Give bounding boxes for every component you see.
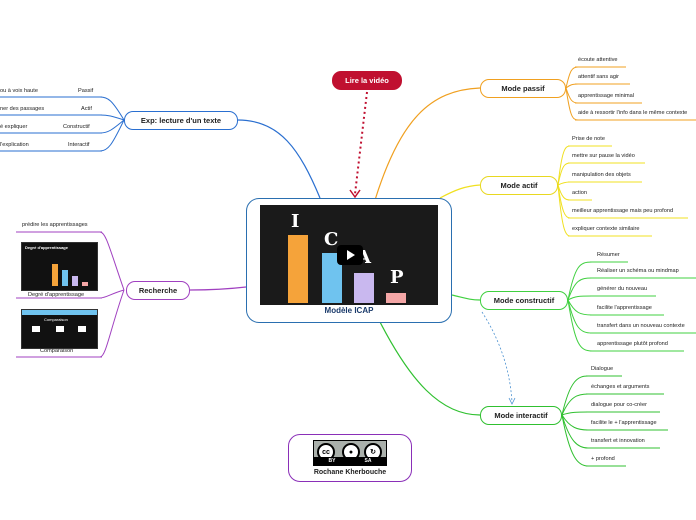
passif-leaf[interactable]: apprentissage minimal xyxy=(578,93,634,99)
author-name: Rochane Kherbouche xyxy=(313,469,387,476)
share-alike-icon: ↻ xyxy=(364,443,382,461)
play-icon[interactable] xyxy=(337,245,363,265)
exp-row-right[interactable]: Constructif xyxy=(63,124,90,130)
exp-row-left[interactable]: l'explication xyxy=(0,142,29,148)
sa-label: SA xyxy=(364,458,372,464)
mode-interactif-node[interactable]: Mode interactif xyxy=(480,406,562,425)
actif-leaf[interactable]: Prise de note xyxy=(572,136,605,142)
thumb-icon xyxy=(56,326,64,332)
icap-letter-p: P xyxy=(390,267,404,288)
recherche-node[interactable]: Recherche xyxy=(126,281,190,300)
exp-row-left[interactable]: ou à voix haute xyxy=(0,88,38,94)
exp-row-right[interactable]: Passif xyxy=(78,88,94,94)
constructif-leaf[interactable]: Résumer xyxy=(597,252,620,258)
connector-exp xyxy=(237,119,321,199)
connector-interactif xyxy=(379,321,481,416)
icap-bar-a xyxy=(354,273,374,303)
icap-bar-p xyxy=(386,293,406,303)
cc-by-sa-badge[interactable]: cc ● ↻ BY SA xyxy=(313,440,387,466)
connector-passif xyxy=(374,87,481,201)
recherche-leaf[interactable]: Degré d'apprentissage xyxy=(28,292,85,298)
exp-row-right[interactable]: Interactif xyxy=(68,142,90,148)
interactif-leaf[interactable]: échanges et arguments xyxy=(591,384,650,390)
interactif-leaf[interactable]: Dialogue xyxy=(591,366,614,372)
connector-actif xyxy=(439,184,481,199)
actif-leaf[interactable]: manipulation des objets xyxy=(572,172,631,178)
connector-constructif xyxy=(451,294,481,301)
interactif-leaf[interactable]: + profond xyxy=(591,456,615,462)
interactif-leaf[interactable]: facilite le + l'apprentissage xyxy=(591,420,657,426)
exp-lecture-node[interactable]: Exp: lecture d'un texte xyxy=(124,111,238,130)
central-title: Modèle ICAP xyxy=(324,306,374,315)
recherche-leaf[interactable]: prédire les apprentissages xyxy=(22,222,88,228)
video-arrow xyxy=(354,91,368,195)
thumb-header xyxy=(22,310,97,315)
thumb-bar xyxy=(52,264,58,286)
thumb1-title: Degré d'apprentissage xyxy=(25,245,68,250)
passif-leaf[interactable]: aide à ressortir l'info dans le même con… xyxy=(578,110,688,116)
thumb-icon xyxy=(78,326,86,332)
constructif-leaf[interactable]: Réaliser un schéma ou mindmap xyxy=(597,268,679,274)
thumb-bar xyxy=(82,282,88,286)
actif-leaf[interactable]: meilleur apprentissage mais peu profond xyxy=(572,208,674,214)
mode-actif-node[interactable]: Mode actif xyxy=(480,176,558,195)
constructif-leaf[interactable]: générer du nouveau xyxy=(597,286,648,292)
constructif-leaf[interactable]: transfert dans un nouveau contexte xyxy=(597,323,685,329)
mode-constructif-node[interactable]: Mode constructif xyxy=(480,291,568,310)
exp-row-right[interactable]: Actif xyxy=(81,106,92,112)
thumb-icon xyxy=(32,326,40,332)
license-node[interactable]: cc ● ↻ BY SA Rochane Kherbouche xyxy=(288,434,412,482)
video-link-button[interactable]: Lire la vidéo xyxy=(332,71,402,90)
thumb-bar xyxy=(72,276,78,286)
actif-leaf[interactable]: mettre sur pause la vidéo xyxy=(572,153,635,159)
passif-leaf[interactable]: attentif sans agir xyxy=(578,74,620,80)
central-node-icap[interactable]: I C A P Modèle ICAP xyxy=(246,198,452,323)
passif-leaf[interactable]: écoute attentive xyxy=(578,57,618,63)
relation-arrow xyxy=(481,311,513,403)
by-label: BY xyxy=(328,458,336,464)
icap-letter-i: I xyxy=(291,211,300,232)
comparaison-thumbnail[interactable]: Comparaison xyxy=(21,309,98,349)
connector-recherche xyxy=(189,286,247,291)
degre-apprentissage-thumbnail[interactable]: Degré d'apprentissage xyxy=(21,242,98,291)
recherche-leaf[interactable]: Comparaison xyxy=(40,348,74,354)
actif-leaf[interactable]: action xyxy=(572,190,587,196)
exp-row-left[interactable]: é expliquer xyxy=(0,124,28,130)
exp-row-left[interactable]: ner des passages xyxy=(0,106,45,112)
interactif-leaf[interactable]: transfert et innovation xyxy=(591,438,645,444)
icap-bar-i xyxy=(288,235,308,303)
icap-letter-c: C xyxy=(324,229,339,250)
thumb-bar xyxy=(62,270,68,286)
icap-video-thumbnail[interactable]: I C A P xyxy=(260,205,438,305)
constructif-leaf[interactable]: facilite l'apprentissage xyxy=(597,305,652,311)
mode-passif-node[interactable]: Mode passif xyxy=(480,79,566,98)
thumb2-title: Comparaison xyxy=(44,317,68,322)
constructif-leaf[interactable]: apprentissage plutôt profond xyxy=(597,341,668,347)
icap-bar-c xyxy=(322,253,342,303)
interactif-leaf[interactable]: dialogue pour co-créer xyxy=(591,402,647,408)
cc-strip: BY SA xyxy=(314,457,386,465)
actif-leaf[interactable]: expliquer contexte similaire xyxy=(572,226,640,232)
